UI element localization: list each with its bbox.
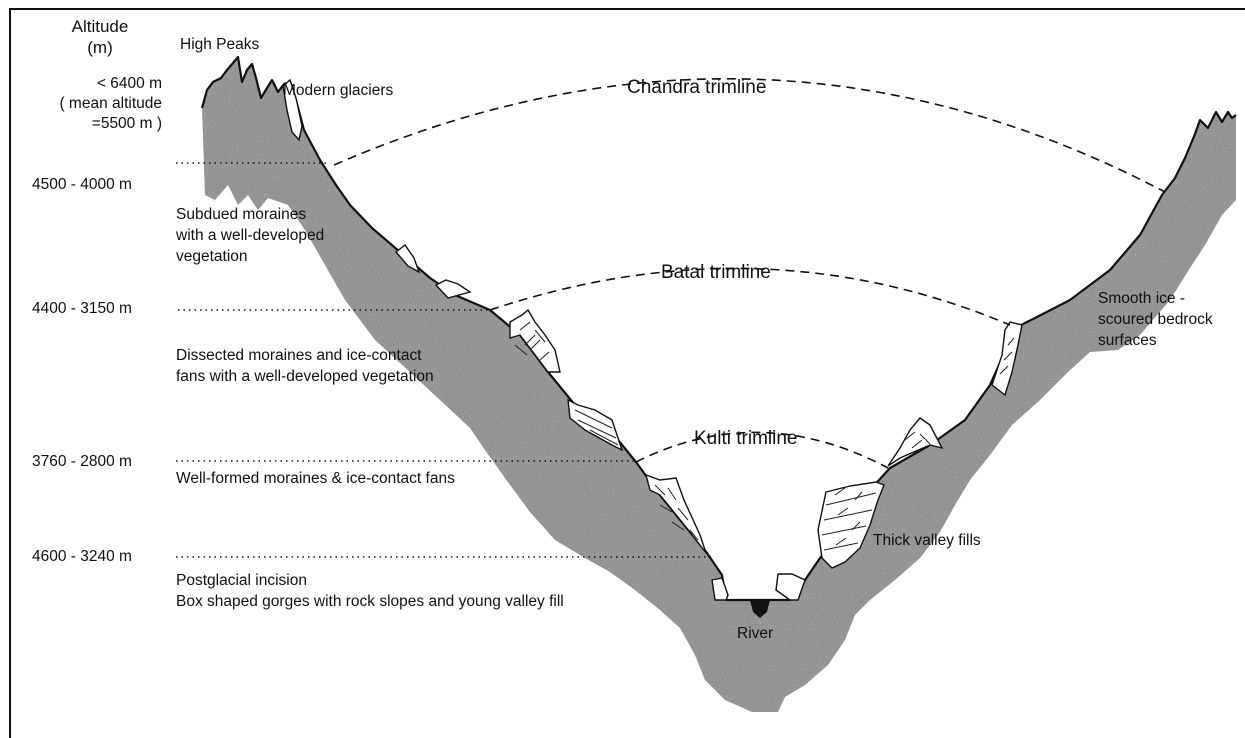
altitude-title-line1: Altitude [64, 16, 136, 37]
smooth-ice-line3: surfaces [1098, 330, 1213, 351]
smooth-ice-line2: scoured bedrock [1098, 309, 1213, 330]
peak-altitude-line1: < 6400 m [28, 74, 162, 94]
young-fill-left [712, 578, 728, 600]
smooth-ice-line1: Smooth ice - [1098, 288, 1213, 309]
altitude-axis-title: Altitude (m) [64, 16, 136, 58]
peak-altitude-line3: =5500 m ) [28, 114, 162, 134]
subdued-line2: with a well-developed [176, 225, 324, 246]
dissected-line2: fans with a well-developed vegetation [176, 366, 434, 387]
altitude-range-2: 4400 - 3150 m [32, 298, 132, 319]
altitude-range-4: 4600 - 3240 m [32, 546, 132, 567]
high-peaks-label: High Peaks [180, 34, 259, 55]
wellformed-moraines-label: Well-formed moraines & ice-contact fans [176, 468, 455, 489]
dissected-moraines-label: Dissected moraines and ice-contact fans … [176, 345, 434, 387]
chandra-trimline-label: Chandra trimline [627, 77, 766, 99]
batal-trimline-label: Batal trimline [661, 262, 771, 284]
postglacial-label: Postglacial incision Box shaped gorges w… [176, 570, 564, 612]
thick-valley-fills-label: Thick valley fills [873, 530, 981, 551]
river-label: River [737, 623, 773, 644]
altitude-range-1: 4500 - 4000 m [32, 174, 132, 195]
peak-altitude-note: < 6400 m ( mean altitude =5500 m ) [28, 74, 162, 134]
subdued-line1: Subdued moraines [176, 204, 324, 225]
dissected-line1: Dissected moraines and ice-contact [176, 345, 434, 366]
postglacial-line2: Box shaped gorges with rock slopes and y… [176, 591, 564, 612]
subdued-moraines-label: Subdued moraines with a well-developed v… [176, 204, 324, 267]
modern-glaciers-label: Modern glaciers [283, 80, 393, 101]
smooth-ice-label: Smooth ice - scoured bedrock surfaces [1098, 288, 1213, 351]
altitude-range-3: 3760 - 2800 m [32, 451, 132, 472]
peak-altitude-line2: ( mean altitude [28, 94, 162, 114]
postglacial-line1: Postglacial incision [176, 570, 564, 591]
subdued-line3: vegetation [176, 246, 324, 267]
altitude-title-line2: (m) [64, 37, 136, 58]
kulti-trimline-label: Kulti trimline [694, 428, 797, 450]
